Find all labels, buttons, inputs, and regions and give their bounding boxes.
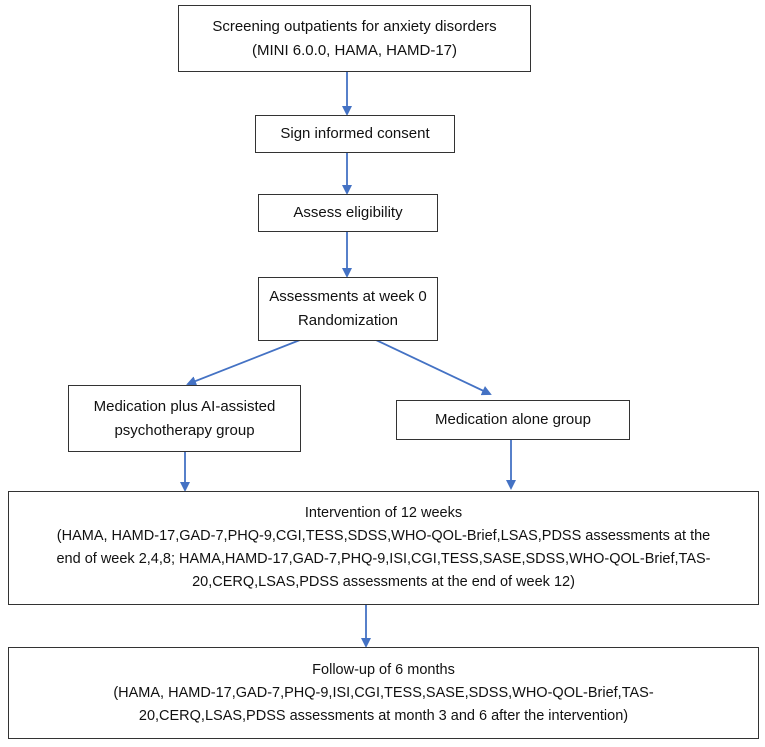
consent-label: Sign informed consent xyxy=(280,125,430,142)
intervention-box: Intervention of 12 weeks (HAMA, HAMD-17,… xyxy=(8,491,759,605)
randomization-label: Randomization xyxy=(297,312,399,329)
eligibility-label: Assess eligibility xyxy=(293,204,403,221)
medication-alone-group-box: Medication alone group xyxy=(396,400,630,440)
followup-title: Follow-up of 6 months xyxy=(312,661,455,678)
followup-assessments-line1: (HAMA, HAMD-17,GAD-7,PHQ-9,ISI,CGI,TESS,… xyxy=(113,684,654,701)
baseline-assessment-label: Assessments at week 0 xyxy=(269,288,427,305)
screening-box: Screening outpatients for anxiety disord… xyxy=(178,5,531,72)
intervention-assessments-line2: end of week 2,4,8; HAMA,HAMD-17,GAD-7,PH… xyxy=(56,551,711,567)
baseline-box: Assessments at week 0 Randomization xyxy=(258,277,438,341)
intervention-assessments-line3: 20,CERQ,LSAS,PDSS assessments at the end… xyxy=(192,574,575,590)
screening-instruments: (MINI 6.0.0, HAMA, HAMD-17) xyxy=(251,41,458,59)
ai-group-line1: Medication plus AI-assisted xyxy=(93,397,276,415)
intervention-assessments-line1: (HAMA, HAMD-17,GAD-7,PHQ-9,CGI,TESS,SDSS… xyxy=(56,528,711,544)
intervention-title: Intervention of 12 weeks xyxy=(304,505,463,521)
arrow-baseline-to-med-group xyxy=(375,339,492,396)
med-group-label: Medication alone group xyxy=(435,411,591,428)
eligibility-box: Assess eligibility xyxy=(258,194,438,232)
consent-box: Sign informed consent xyxy=(255,115,455,153)
followup-assessments-line2: 20,CERQ,LSAS,PDSS assessments at month 3… xyxy=(138,707,629,724)
ai-group-line2: psychotherapy group xyxy=(114,421,255,439)
screening-title: Screening outpatients for anxiety disord… xyxy=(212,17,497,35)
followup-box: Follow-up of 6 months (HAMA, HAMD-17,GAD… xyxy=(8,647,759,739)
ai-psychotherapy-group-box: Medication plus AI-assisted psychotherap… xyxy=(68,385,301,452)
arrow-baseline-to-ai-group xyxy=(186,339,301,386)
